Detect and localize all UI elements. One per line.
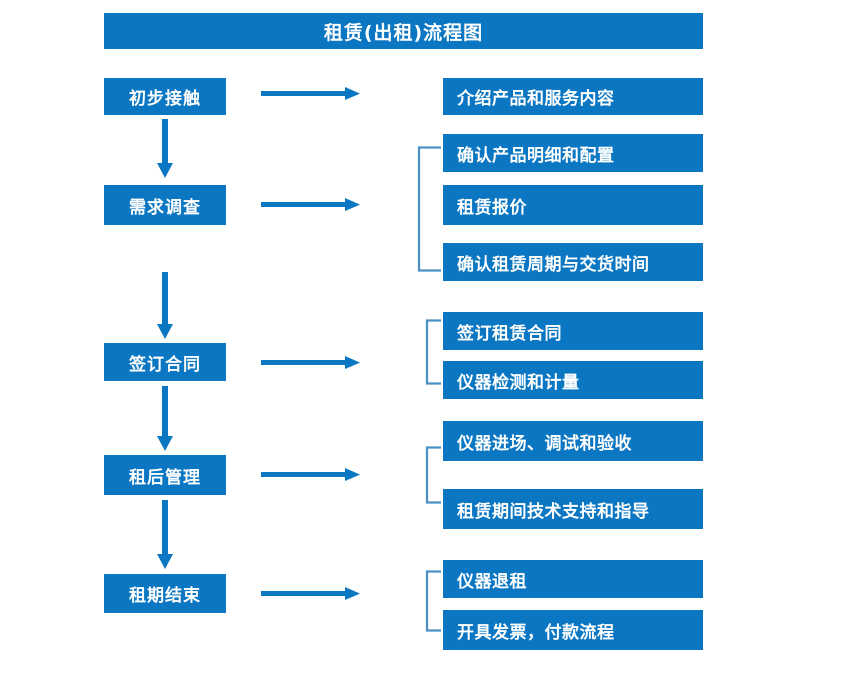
down-arrow-icon-3 xyxy=(155,386,175,452)
group-bracket-icon-3 xyxy=(425,446,443,504)
stage-box-post-rental-management[interactable]: 租后管理 xyxy=(104,455,226,495)
stage-box-initial-contact[interactable]: 初步接触 xyxy=(104,78,226,115)
right-arrow-icon-1 xyxy=(261,85,361,103)
detail-box-instrument-return[interactable]: 仪器退租 xyxy=(443,560,703,598)
right-arrow-icon-5 xyxy=(261,585,361,603)
stage-box-sign-contract[interactable]: 签订合同 xyxy=(104,343,226,381)
detail-box-technical-support[interactable]: 租赁期间技术支持和指导 xyxy=(443,489,703,529)
down-arrow-icon-1 xyxy=(155,119,175,179)
detail-box-instrument-onsite-commissioning[interactable]: 仪器进场、调试和验收 xyxy=(443,421,703,461)
right-arrow-icon-3 xyxy=(261,354,361,372)
detail-box-instrument-inspection[interactable]: 仪器检测和计量 xyxy=(443,361,703,399)
detail-box-introduce-products[interactable]: 介绍产品和服务内容 xyxy=(443,78,703,115)
down-arrow-icon-2 xyxy=(155,272,175,340)
detail-box-confirm-product-spec[interactable]: 确认产品明细和配置 xyxy=(443,134,703,172)
down-arrow-icon-4 xyxy=(155,500,175,570)
group-bracket-icon-1 xyxy=(417,146,443,272)
group-bracket-icon-2 xyxy=(425,319,443,385)
detail-box-confirm-period-delivery[interactable]: 确认租赁周期与交货时间 xyxy=(443,243,703,281)
stage-box-rental-end[interactable]: 租期结束 xyxy=(104,574,226,613)
diagram-title: 租赁(出租)流程图 xyxy=(104,13,703,49)
stage-box-requirement-survey[interactable]: 需求调查 xyxy=(104,185,226,225)
detail-box-rental-quote[interactable]: 租赁报价 xyxy=(443,185,703,225)
right-arrow-icon-2 xyxy=(261,196,361,214)
right-arrow-icon-4 xyxy=(261,466,361,484)
detail-box-sign-rental-contract[interactable]: 签订租赁合同 xyxy=(443,312,703,350)
detail-box-invoice-payment[interactable]: 开具发票，付款流程 xyxy=(443,610,703,650)
group-bracket-icon-4 xyxy=(425,570,443,632)
